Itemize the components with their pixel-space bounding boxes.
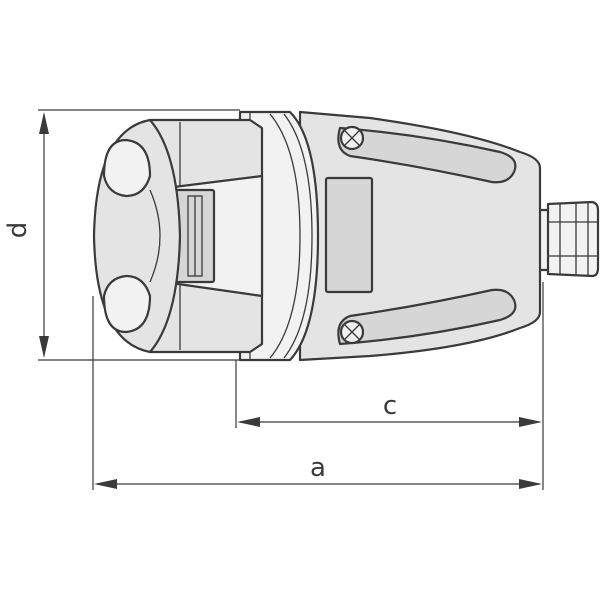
dim-a-label: a <box>310 453 326 483</box>
lower-screw <box>339 319 365 345</box>
dim-d-arrow-top <box>39 112 49 134</box>
gland-nut <box>546 200 600 278</box>
upper-grip-groove <box>337 126 517 184</box>
upper-contact-lobe <box>102 138 152 198</box>
dim-a-arrow-left <box>94 479 117 489</box>
dim-a-arrow-right <box>519 479 542 489</box>
dim-c-arrow-left <box>237 417 260 427</box>
lower-grip-groove <box>337 288 517 346</box>
middle-collar-ridge-1 <box>269 113 301 359</box>
upper-screw-slot-2 <box>344 130 360 146</box>
dimension-c: c <box>235 282 544 490</box>
middle-collar-ridge-2 <box>283 113 313 359</box>
dim-d-label: d <box>3 222 33 239</box>
dimension-a: a <box>92 296 542 490</box>
dimension-d: d <box>3 109 240 361</box>
dim-c-label: c <box>383 391 397 421</box>
lower-contact-lobe <box>102 274 152 334</box>
lower-screw-slot-2 <box>344 324 360 340</box>
dim-c-arrow-right <box>519 417 542 427</box>
label-plate <box>324 176 374 294</box>
plug-body <box>92 110 600 362</box>
upper-screw <box>339 125 365 151</box>
cable-gland <box>536 200 600 278</box>
dim-d-arrow-bottom <box>39 336 49 358</box>
front-face-inner-curve <box>149 189 161 283</box>
